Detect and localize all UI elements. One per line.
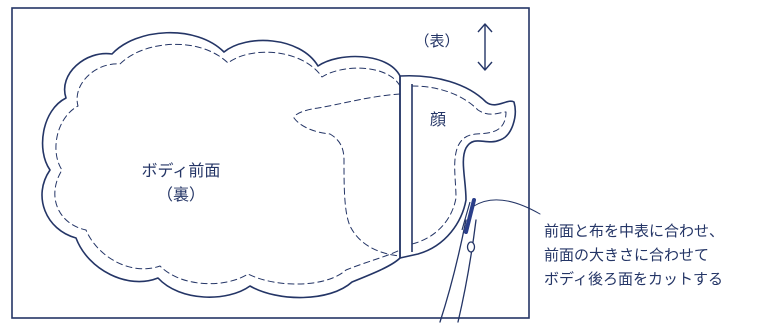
body-label-line1: ボディ前面 — [142, 161, 221, 180]
fabric-rectangle — [11, 7, 530, 319]
face-label: 顔 — [430, 110, 446, 129]
body-label-line2: （裏） — [157, 185, 205, 204]
body-front-stitch-line — [54, 43, 401, 285]
cut-guide-line — [439, 219, 467, 323]
scissors-icon — [461, 198, 476, 253]
callout-leader-line — [473, 199, 541, 215]
face-piece-stitch-line — [411, 85, 507, 245]
body-front-outline — [41, 31, 401, 299]
side-label: （表） — [414, 32, 459, 50]
note-line-3: ボディ後ろ面をカットする — [544, 270, 723, 288]
note-line-2: 前面の大きさに合わせて — [544, 246, 709, 264]
cut-guide-line-2 — [457, 219, 477, 323]
face-piece-outline — [399, 74, 516, 259]
face-underlay-dashed — [293, 93, 401, 257]
grain-arrow-icon — [477, 23, 493, 71]
note-line-1: 前面と布を中表に合わせ、 — [544, 222, 724, 240]
